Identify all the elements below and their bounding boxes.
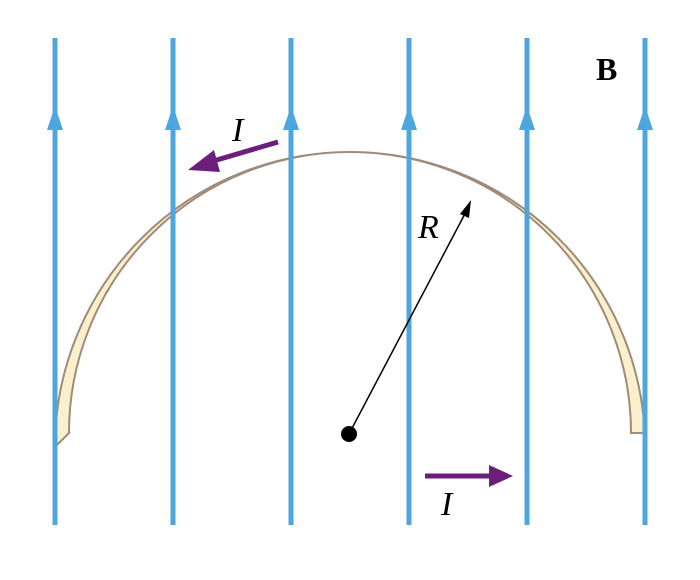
current-arrow-left-icon [188,150,220,172]
radius-line [348,207,469,435]
current-arrow-bottom [425,465,513,487]
field-arrow-icon [519,106,535,130]
center-point [341,426,357,442]
field-line [401,38,417,525]
current-arrow-right-icon [489,465,513,487]
semicircular-wire-loop [53,151,646,450]
field-line [165,38,181,525]
radius-arrowhead-icon [460,200,471,218]
field-line [47,38,63,525]
current-label-top: I [231,112,245,149]
field-line [637,38,653,525]
field-arrow-icon [401,106,417,130]
radius-label: R [417,209,439,246]
magnetic-field-lines [47,38,653,525]
current-label-bottom: I [440,486,454,523]
radius-arrow [348,200,471,435]
field-arrow-icon [283,106,299,130]
field-line [283,38,299,525]
field-line [519,38,535,525]
field-arrow-icon [165,106,181,130]
field-arrow-icon [637,106,653,130]
current-arrow-top-shaft [209,139,279,165]
field-arrow-icon [47,106,63,130]
field-label: B [596,51,617,87]
wire-loop-shape [53,151,646,450]
current-arrow-top [188,139,279,172]
